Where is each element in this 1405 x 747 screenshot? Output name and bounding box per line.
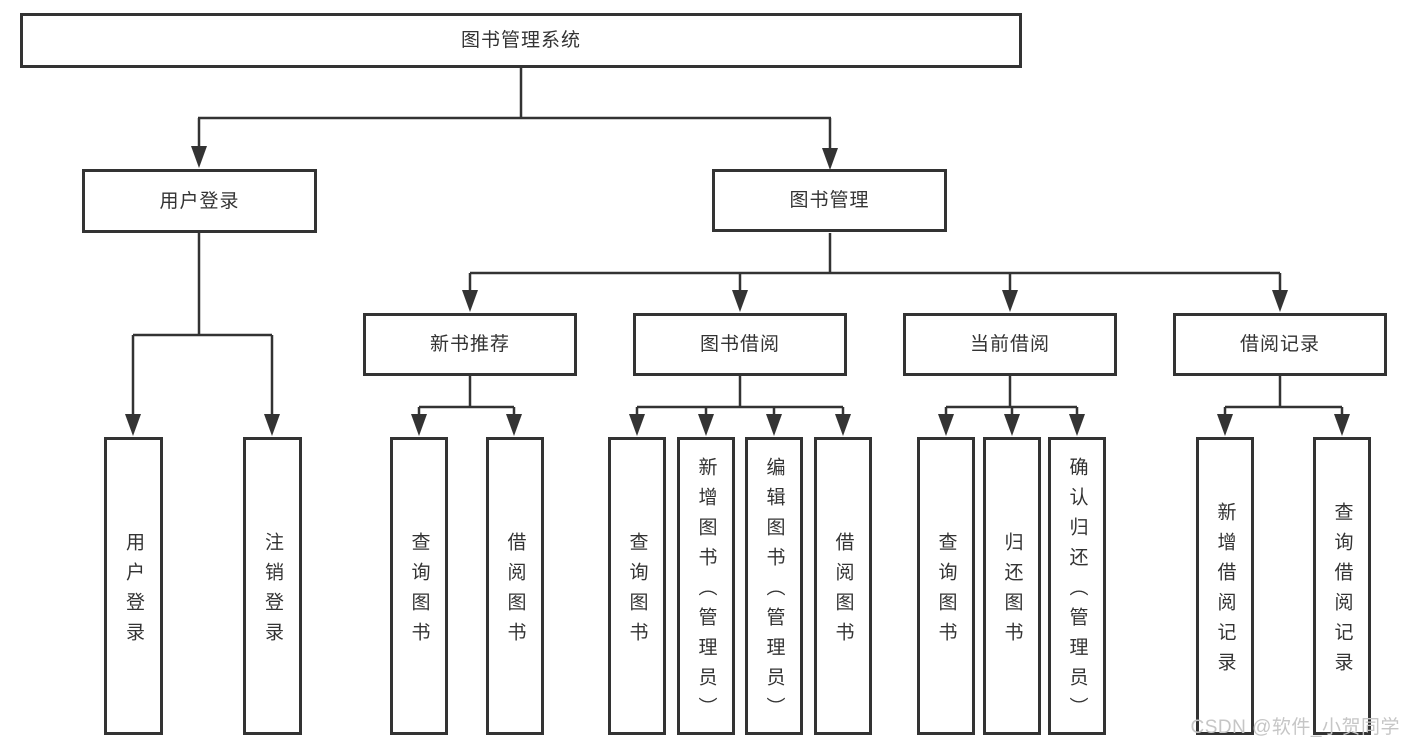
node-borrowsec-query-books: 查询图书	[608, 437, 666, 735]
node-borrowsec-borrow-books: 借阅图书	[814, 437, 872, 735]
node-logout: 注销登录	[243, 437, 302, 735]
node-current-borrow: 当前借阅	[903, 313, 1117, 376]
node-book-borrow: 图书借阅	[633, 313, 847, 376]
arrowheads	[125, 146, 1350, 436]
node-borrowsec-add-books-admin: 新增图书（管理员）	[677, 437, 735, 735]
node-borrow-records: 借阅记录	[1173, 313, 1387, 376]
node-borrowsec-edit-books-admin: 编辑图书（管理员）	[745, 437, 803, 735]
node-recommend-query-books: 查询图书	[390, 437, 448, 735]
node-records-query-borrow-record: 查询借阅记录	[1313, 437, 1371, 735]
node-current-query-books: 查询图书	[917, 437, 975, 735]
node-records-add-borrow-record: 新增借阅记录	[1196, 437, 1254, 735]
node-user-login: 用户登录	[82, 169, 317, 233]
node-recommend-borrow-books: 借阅图书	[486, 437, 544, 735]
csdn-watermark: CSDN @软件_小贺同学	[1190, 717, 1400, 738]
node-user-login-action: 用户登录	[104, 437, 163, 735]
node-current-return-books: 归还图书	[983, 437, 1041, 735]
node-root: 图书管理系统	[20, 13, 1022, 68]
node-new-book-recommend: 新书推荐	[363, 313, 577, 376]
node-current-confirm-return-admin: 确认归还（管理员）	[1048, 437, 1106, 735]
node-book-management: 图书管理	[712, 169, 947, 232]
